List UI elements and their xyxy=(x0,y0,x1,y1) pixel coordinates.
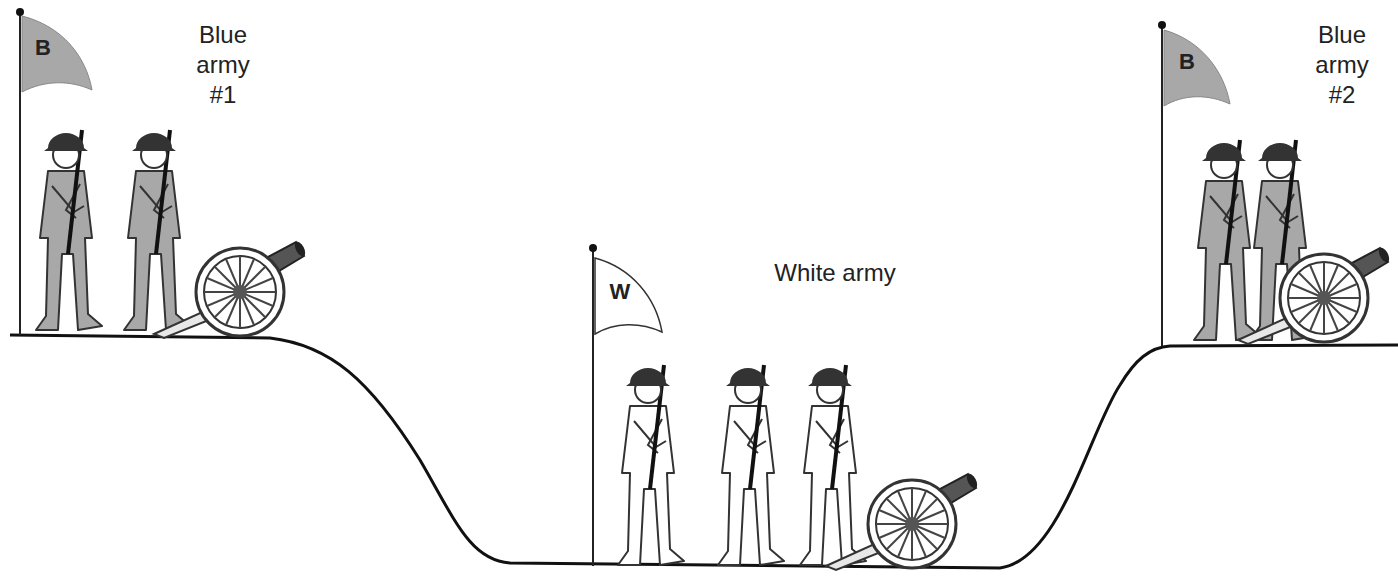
army-name: White army xyxy=(745,258,925,288)
flag-letter: B xyxy=(28,34,58,62)
blue-army-1-figures xyxy=(36,130,307,338)
soldier xyxy=(800,365,866,565)
blue-army-2-figures xyxy=(1194,140,1391,344)
cannon xyxy=(154,240,307,338)
terrain-line xyxy=(10,335,1398,568)
soldier xyxy=(1194,140,1260,340)
flag-letter: B xyxy=(1172,48,1202,76)
army-name: Blue army #2 xyxy=(1306,20,1378,110)
flag-letter: W xyxy=(603,278,637,306)
army-name: Blue army #1 xyxy=(187,20,259,110)
white-army-figures xyxy=(618,365,979,570)
soldier xyxy=(36,130,102,330)
soldier xyxy=(618,365,684,565)
soldier xyxy=(124,130,190,330)
cannon xyxy=(826,472,979,570)
cannon xyxy=(1238,246,1391,344)
soldier xyxy=(718,365,784,565)
